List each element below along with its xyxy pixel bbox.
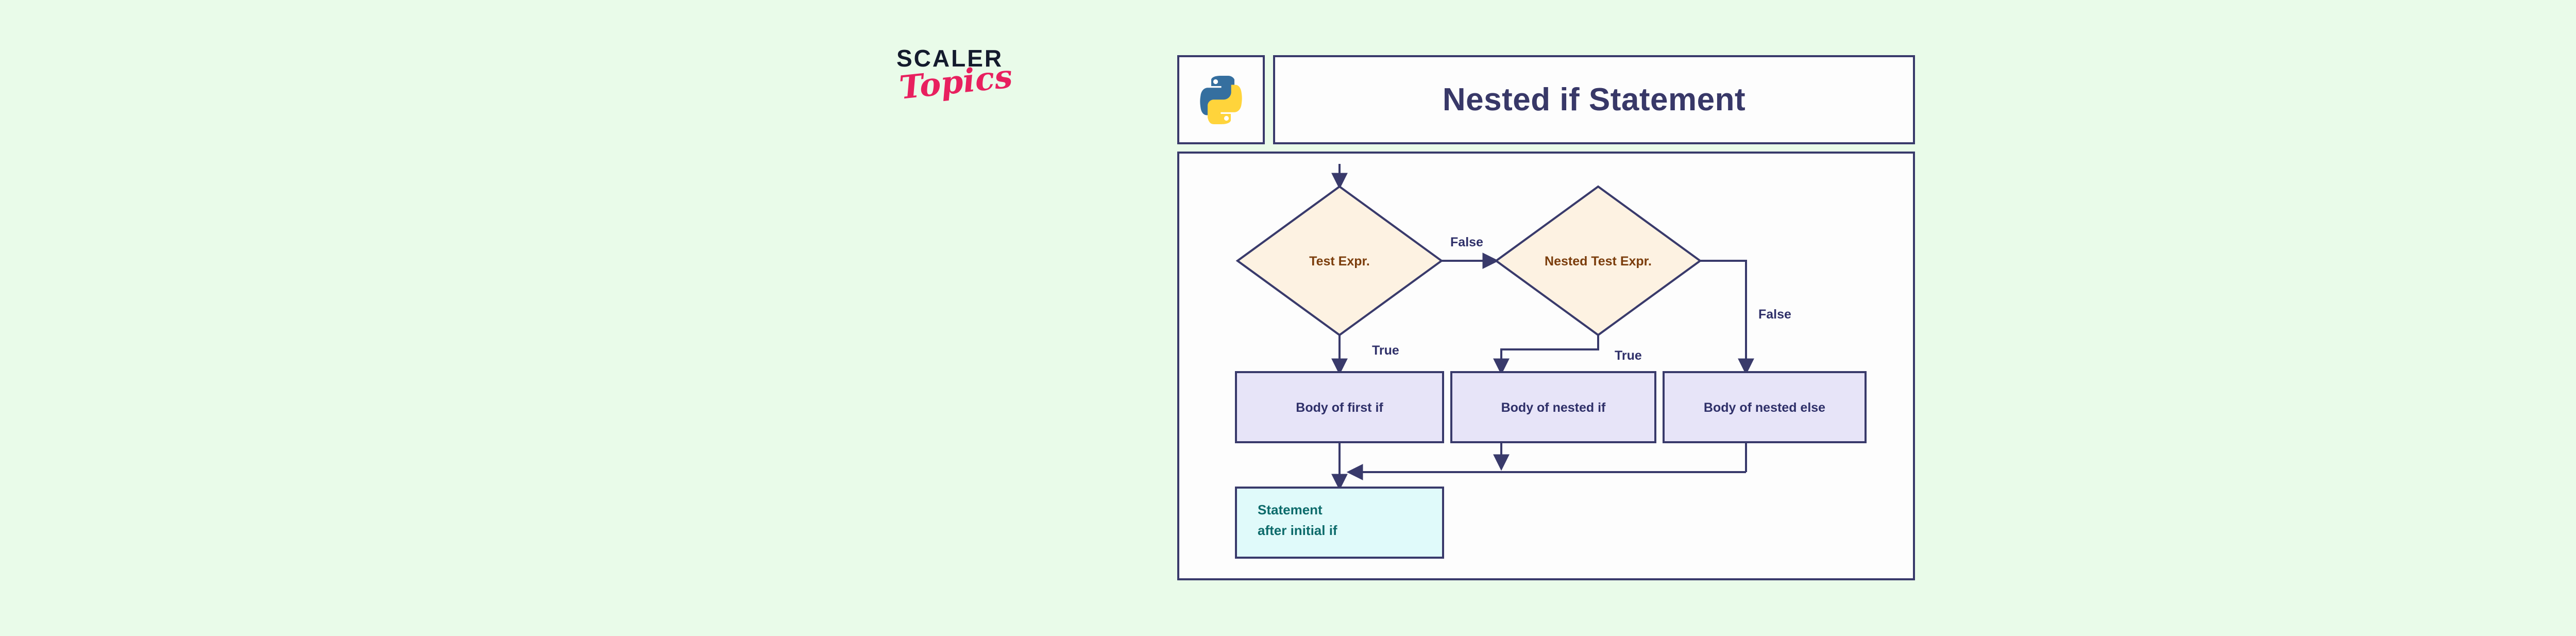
edge-label-test-true: True: [1372, 343, 1399, 358]
nested-test-expr-label: Nested Test Expr.: [1545, 254, 1652, 269]
node-body-first-if[interactable]: Body of first if: [1235, 371, 1444, 443]
test-expr-diamond: [1235, 185, 1444, 337]
flow-connectors: [1331, 164, 1754, 491]
body-nested-if-label: Body of nested if: [1501, 400, 1606, 415]
edge-nested-true-to-body-nested-if: [1493, 335, 1599, 375]
statement-after-box: [1235, 487, 1444, 559]
node-body-nested-else[interactable]: Body of nested else: [1663, 371, 1867, 443]
body-nested-else-label: Body of nested else: [1704, 400, 1825, 415]
body-nested-if-box: [1450, 371, 1656, 443]
edge-label-test-false: False: [1450, 235, 1483, 249]
edge-label-nested-false: False: [1758, 307, 1791, 322]
edge-nested-false-to-body-nested-else: [1700, 260, 1754, 375]
python-logo-icon: [1200, 75, 1242, 124]
node-nested-test-expr[interactable]: Nested Test Expr.: [1494, 185, 1702, 337]
node-test-expr[interactable]: Test Expr.: [1235, 185, 1444, 337]
node-body-nested-if[interactable]: Body of nested if: [1450, 371, 1656, 443]
flowchart-svg: Test Expr. Nested Test Expr. Body of fir…: [1235, 164, 1867, 559]
body-first-if-label: Body of first if: [1296, 400, 1383, 415]
statement-after-label-line1: Statement: [1258, 502, 1323, 517]
page-title: Nested if Statement: [1442, 82, 1746, 118]
body-nested-else-box: [1663, 371, 1867, 443]
python-logo-box: [1177, 55, 1265, 144]
nested-test-expr-diamond: [1494, 185, 1702, 337]
body-first-if-box: [1235, 371, 1444, 443]
test-expr-label: Test Expr.: [1309, 254, 1370, 269]
flowchart-frame: Test Expr. Nested Test Expr. Body of fir…: [1177, 152, 1915, 580]
header-row: Nested if Statement: [1177, 55, 1915, 145]
edge-label-nested-true: True: [1615, 348, 1642, 363]
node-statement-after[interactable]: Statement after initial if: [1235, 487, 1444, 559]
brand-wordmark: SCALER: [896, 45, 1004, 72]
title-box: Nested if Statement: [1273, 55, 1915, 144]
statement-after-label-line2: after initial if: [1258, 523, 1337, 538]
scaler-topics-logo: SCALER Topics: [896, 46, 1061, 139]
